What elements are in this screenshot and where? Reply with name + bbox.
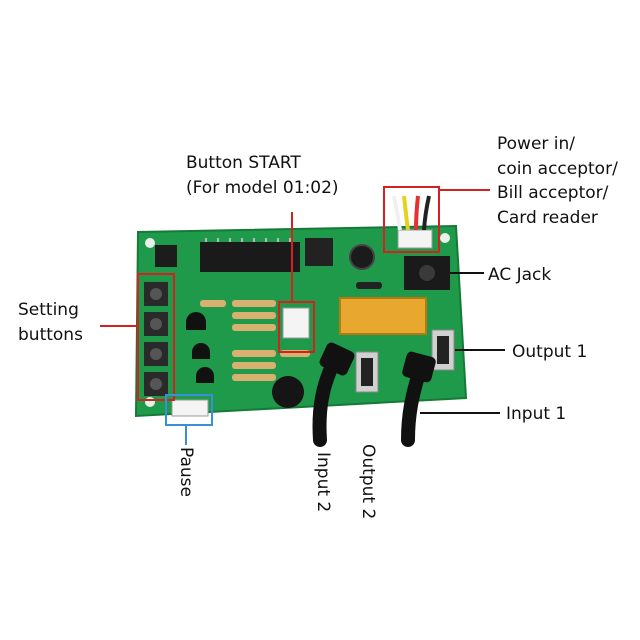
- button-start-highlight: [278, 301, 315, 353]
- input-1-cable: [401, 363, 427, 447]
- setting-buttons-label: Setting buttons: [18, 298, 83, 347]
- buzzer: [272, 376, 304, 408]
- mount-hole: [145, 397, 155, 407]
- power-label-line: Bill acceptor/: [497, 183, 609, 204]
- power-label-line: Power in/: [497, 134, 576, 154]
- setting-buttons-highlight: [137, 273, 175, 401]
- diode: [356, 282, 382, 289]
- power-label: Power in/ coin acceptor/ Bill acceptor/ …: [497, 132, 618, 231]
- button-start-label: Button START (For model 01:02): [186, 151, 339, 200]
- mount-hole: [145, 238, 155, 248]
- setting-label-line: Setting: [18, 300, 79, 320]
- capacitor: [349, 244, 375, 270]
- button-start-label-line: (For model 01:02): [186, 177, 339, 198]
- ic-chip: [200, 242, 300, 272]
- pause-connector: [171, 399, 209, 417]
- leader-lines: [100, 189, 505, 445]
- relay: [339, 297, 427, 335]
- button-start-label-line: Button START: [186, 153, 301, 173]
- voltage-regulator: [305, 238, 333, 266]
- mount-hole: [440, 233, 450, 243]
- ac-jack-label: AC Jack: [488, 265, 552, 285]
- power-label-line: coin acceptor/: [497, 158, 618, 179]
- transistors: [186, 312, 214, 383]
- pause-label: Pause: [176, 447, 196, 497]
- power-label-line: Card reader: [497, 207, 598, 228]
- input-1-label: Input 1: [506, 404, 567, 424]
- power-connector: [397, 229, 433, 249]
- small-chip: [155, 245, 177, 267]
- input-2-label: Input 2: [313, 452, 333, 513]
- output-1-label: Output 1: [512, 342, 588, 362]
- power-highlight: [383, 186, 440, 253]
- start-connector: [282, 307, 310, 339]
- setting-label-line: buttons: [18, 324, 83, 345]
- pause-highlight: [165, 394, 213, 426]
- output-2-label: Output 2: [358, 444, 378, 520]
- setting-button-group: [144, 282, 168, 396]
